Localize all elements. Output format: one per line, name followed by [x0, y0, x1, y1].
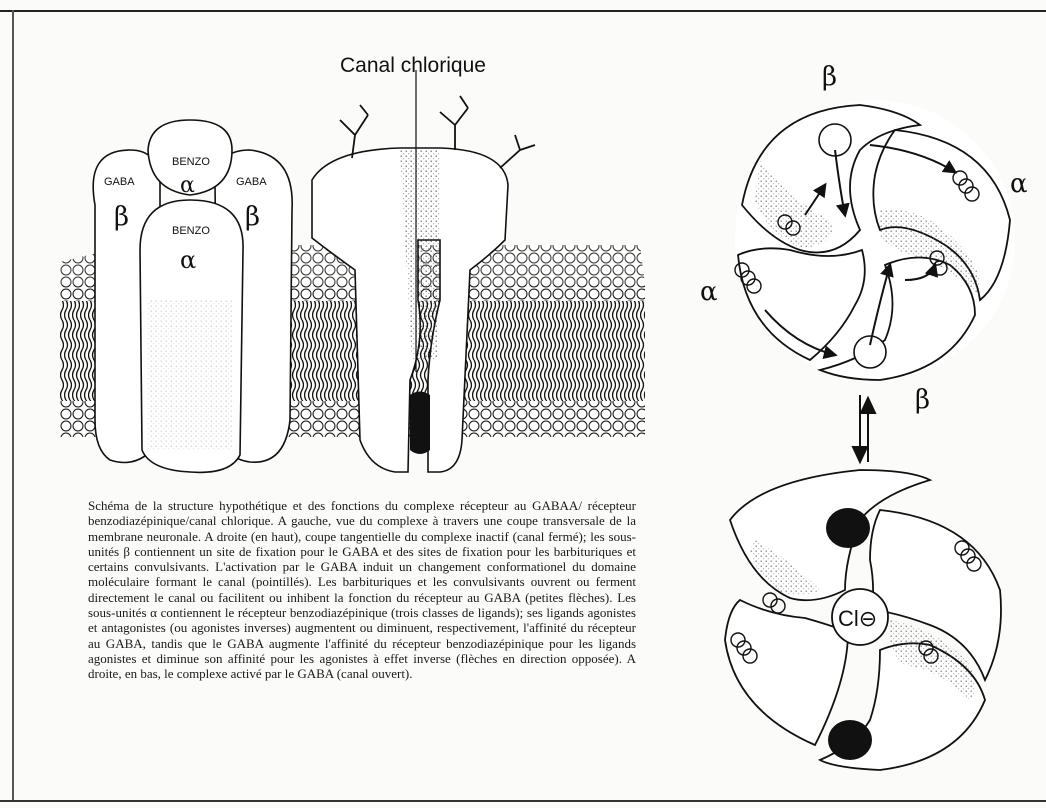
equilibrium-arrows: [853, 395, 875, 462]
benzo-center-label: BENZO: [172, 225, 210, 237]
top-beta-label: β: [822, 62, 837, 92]
chloride-gate: [410, 392, 430, 455]
figure-caption: Schéma de la structure hypothétique et d…: [88, 498, 636, 682]
gaba-bound-bottom: [828, 720, 872, 760]
beta-right-label: β: [245, 202, 260, 232]
sugar-chain-1: [340, 105, 368, 158]
gaba-bound-top: [826, 508, 870, 548]
right-alpha-label: α: [1010, 169, 1028, 199]
sugar-chain-3: [500, 135, 535, 168]
gaba-right-label: GABA: [236, 176, 267, 188]
benzo-top-label: BENZO: [172, 156, 210, 168]
sugar-chain-2: [440, 96, 468, 150]
alpha-top-label: α: [180, 173, 195, 198]
beta-left-label: β: [114, 202, 129, 232]
canal-chlorique-label: Canal chlorique: [340, 54, 486, 77]
left-alpha-label: α: [700, 277, 718, 307]
inactive-complex: [735, 100, 1015, 380]
chloride-ion-label: Cl⊖: [838, 606, 877, 631]
bottom-beta-label: β: [915, 385, 930, 415]
alpha-stipple: [148, 300, 233, 450]
gaba-left-label: GABA: [104, 176, 135, 188]
active-subunit-left: [725, 600, 848, 745]
alpha-center-label: α: [180, 246, 196, 274]
